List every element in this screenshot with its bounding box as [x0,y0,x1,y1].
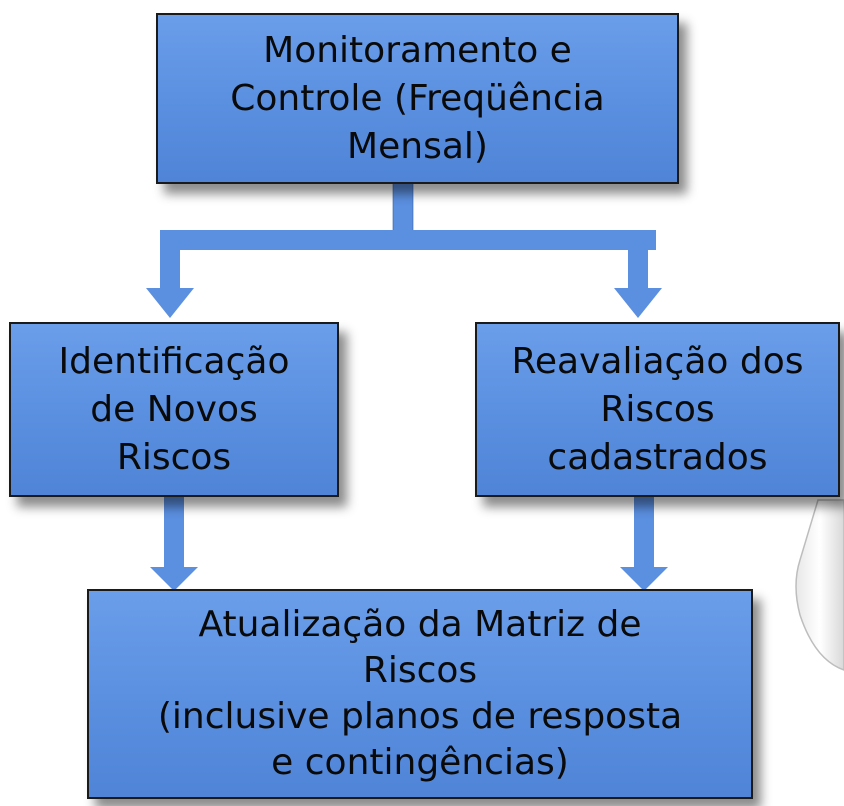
right-arrowhead [614,288,662,318]
risk-reassessment-label: Reavaliação dos Riscos cadastrados [511,340,804,478]
right-lower-stem [634,497,654,569]
new-risks-identification-box: Identificação de Novos Riscos [9,322,339,497]
risk-matrix-update-label: Atualização da Matriz de Riscos (inclusi… [157,604,683,783]
right-lower-arrowhead [620,567,668,591]
risk-matrix-update-box: Atualização da Matriz de Riscos (inclusi… [87,589,753,799]
new-risks-identification-label: Identificação de Novos Riscos [58,340,290,478]
monitoring-control-label: Monitoramento e Controle (Freqüência Men… [230,29,605,167]
left-stem [160,230,180,290]
left-lower-stem [164,497,184,569]
risk-reassessment-box: Reavaliação dos Riscos cadastrados [475,322,840,497]
left-lower-arrowhead [150,567,198,591]
split-connector [160,230,656,250]
monitoring-control-box: Monitoramento e Controle (Freqüência Men… [156,13,679,184]
left-arrowhead [146,288,194,318]
trunk-connector [393,184,413,236]
right-stem [628,230,648,290]
